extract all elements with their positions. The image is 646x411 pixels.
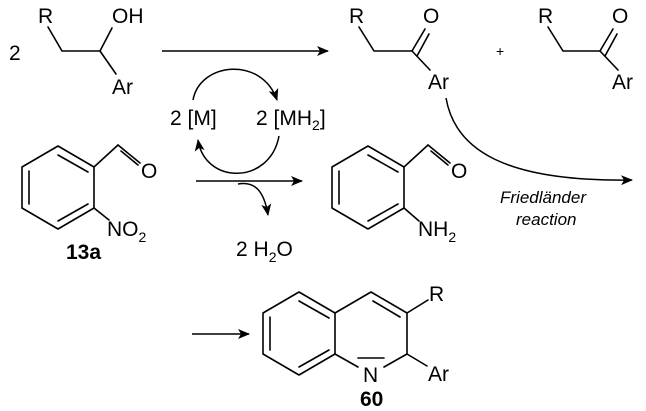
amino-cho-bond [403, 144, 429, 168]
quinoline-n-label: N [363, 364, 378, 387]
catalyst-m-label: 2 [M] [170, 107, 217, 130]
ketone-o-label: O [423, 5, 439, 28]
compound-13a-label: 13a [66, 241, 101, 264]
amino-nh2-bond [403, 207, 420, 222]
ketone2-o-label: O [612, 5, 628, 28]
alcohol-coefficient: 2 [9, 42, 21, 65]
catalyst-mh2-label: 2 [MH2] [256, 107, 326, 133]
nitro-cho-bond [93, 144, 119, 168]
compound-60-label: 60 [360, 388, 383, 411]
ketone-carbonyl-double-bond [416, 33, 430, 57]
ketone-product-second: R O Ar [538, 5, 633, 94]
ketone2-chain-bonds [547, 26, 614, 52]
quinoline-r-bond [406, 299, 429, 314]
alcohol-chain-bonds [47, 26, 113, 52]
alcohol-ar-label: Ar [112, 76, 133, 99]
alcohol-ar-bond [99, 50, 117, 75]
amino-aldehyde-o-label: O [451, 160, 467, 183]
quinoline-ar-label: Ar [428, 363, 449, 386]
friedlander-label-line1: Friedländer [500, 188, 587, 207]
ketone-product: R O Ar [349, 5, 449, 94]
alcohol-structure: 2 R OH Ar [9, 5, 144, 99]
ketone-ar-label: Ar [428, 71, 449, 94]
quinoline-benzo-ring [262, 291, 336, 376]
ketone2-ar-label: Ar [612, 71, 633, 94]
water-release-arrow [237, 182, 272, 216]
alcohol-oh-label: OH [112, 5, 144, 28]
nitro-benzene-ring [21, 145, 95, 230]
ketone-r-label: R [349, 5, 364, 28]
water-label: 2 H2O [236, 238, 293, 265]
ketone2-carbonyl-double-bond [604, 33, 618, 57]
nitro-no2-bond [93, 207, 110, 221]
plus-sign: + [496, 43, 504, 59]
friedlander-arrow [445, 97, 633, 186]
ketone-chain-bonds [358, 26, 426, 52]
ketone-ar-bond [411, 50, 431, 71]
quinoline-structure: N R Ar 60 [262, 283, 449, 411]
ketone2-r-label: R [538, 5, 553, 28]
nitro-group-label: NO2 [107, 218, 147, 245]
quinoline-pyridine-ring [334, 291, 408, 368]
friedlander-label-line2: reaction [516, 210, 576, 229]
ketone2-ar-bond [599, 50, 619, 71]
amino-benzene-ring [331, 145, 405, 230]
nitro-aldehyde-o-label: O [141, 160, 157, 183]
amino-group-label: NH2 [418, 218, 456, 245]
cycle-arrow-bottom [194, 135, 280, 174]
quinoline-ar-bond [406, 353, 428, 367]
aminobenzaldehyde-structure: O NH2 [331, 144, 467, 245]
nitrobenzaldehyde-structure: O NO2 13a [21, 144, 157, 264]
quinoline-r-label: R [429, 283, 444, 306]
alcohol-r-label: R [38, 5, 53, 28]
cycle-arrow-top [192, 68, 279, 101]
